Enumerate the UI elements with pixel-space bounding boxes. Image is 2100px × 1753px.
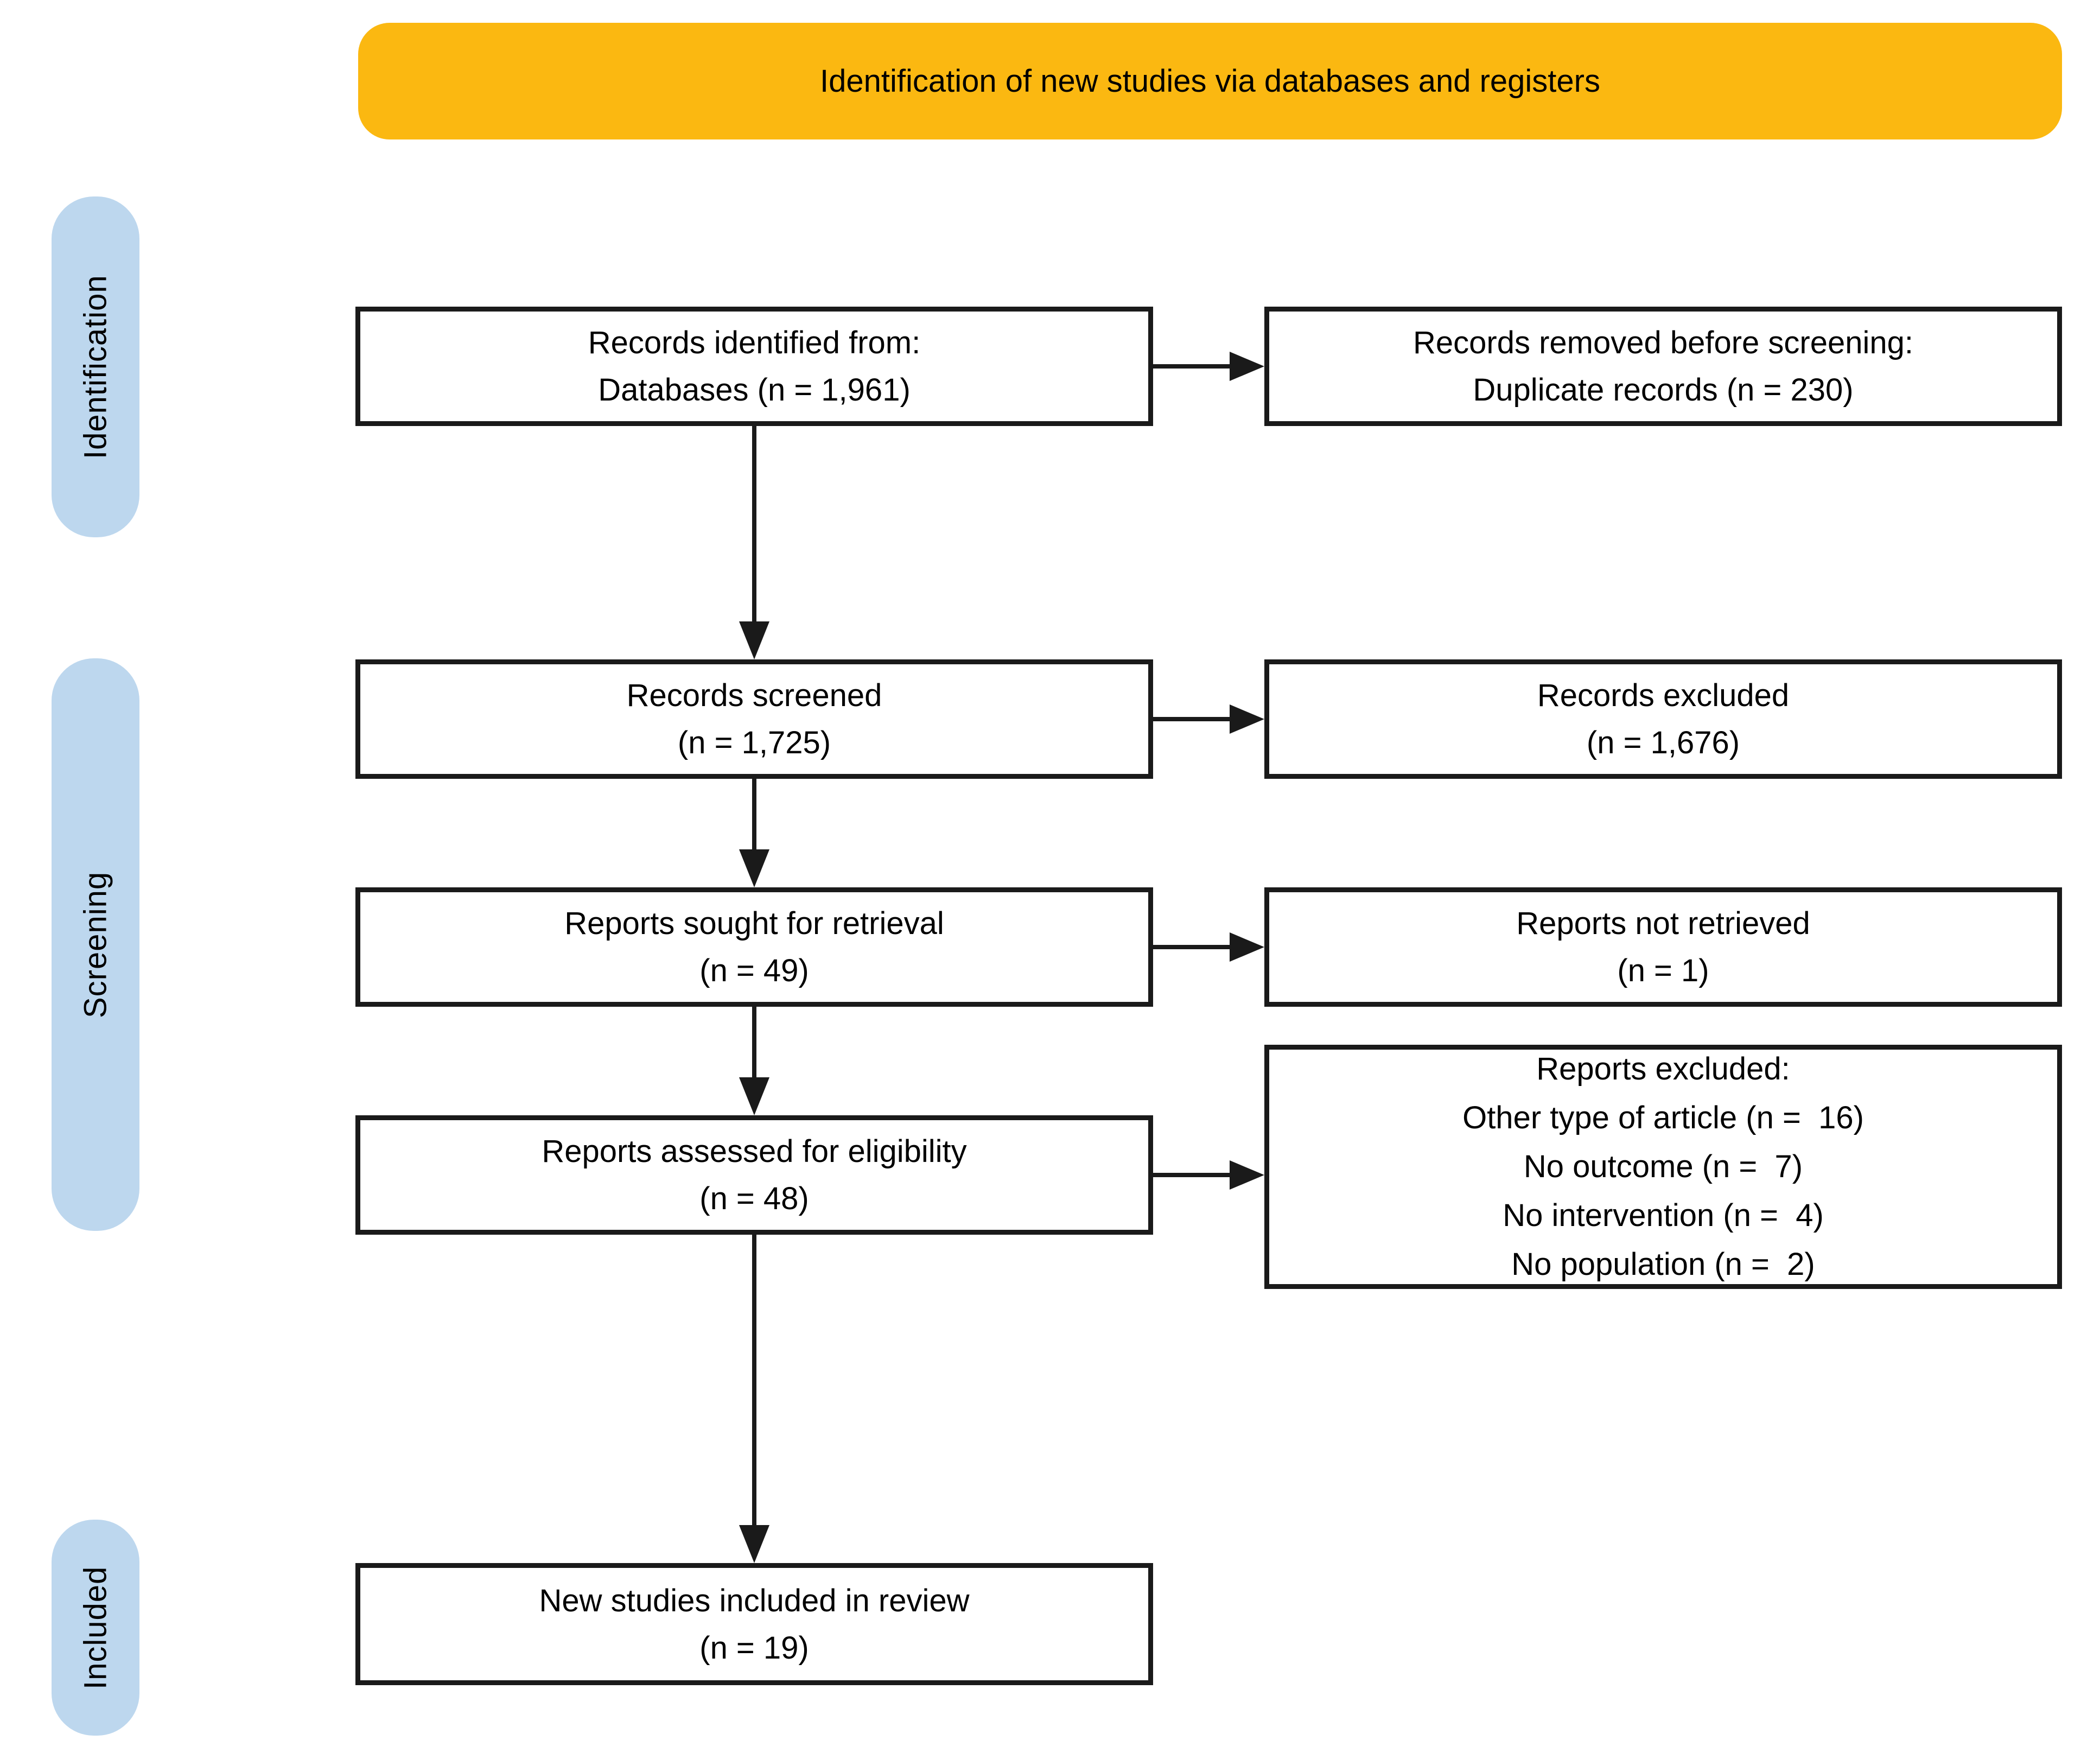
box-text-line: No outcome (n = 7) (1523, 1149, 1803, 1185)
box-text-line: (n = 1) (1617, 953, 1709, 988)
arrow-sought-to-not-retrieved (1153, 932, 1264, 962)
box-text-line: No intervention (n = 4) (1503, 1197, 1824, 1233)
box-text-line: Records removed before screening: (1412, 325, 1914, 360)
box-text-line: Reports assessed for eligibility (542, 1134, 967, 1169)
box-reports-excluded: Reports excluded: Other type of article … (1264, 1045, 2062, 1289)
box-text-line: No population (n = 2) (1511, 1246, 1815, 1282)
box-records-removed: Records removed before screening: Duplic… (1264, 307, 2062, 426)
box-records-identified: Records identified from: Databases (n = … (355, 307, 1153, 426)
box-text-line: New studies included in review (539, 1583, 970, 1618)
arrow-screened-to-excluded (1153, 704, 1264, 734)
arrowhead-down-icon (739, 621, 769, 659)
arrow-shaft (1153, 945, 1232, 949)
arrowhead-down-icon (739, 1525, 769, 1563)
arrowhead-right-icon (1230, 932, 1264, 962)
box-text-line: Databases (n = 1,961) (598, 372, 911, 408)
arrow-shaft (1153, 717, 1232, 721)
arrow-shaft (1153, 364, 1232, 369)
arrow-sought-to-assessed (739, 1007, 769, 1115)
box-text-line: Records excluded (1537, 678, 1790, 713)
arrow-shaft (752, 779, 756, 852)
arrow-assessed-to-included (739, 1235, 769, 1563)
box-text-line: (n = 48) (699, 1181, 809, 1216)
box-text-line: Reports not retrieved (1516, 906, 1810, 941)
box-reports-assessed: Reports assessed for eligibility (n = 48… (355, 1115, 1153, 1235)
box-new-studies-included: New studies included in review (n = 19) (355, 1563, 1153, 1685)
box-text-line: (n = 19) (699, 1630, 809, 1666)
box-text-line: Reports sought for retrieval (564, 906, 944, 941)
box-text-line: Records screened (626, 678, 882, 713)
arrow-identified-to-removed (1153, 351, 1264, 382)
box-records-screened: Records screened (n = 1,725) (355, 659, 1153, 779)
box-text-line: Duplicate records (n = 230) (1473, 372, 1854, 408)
arrow-shaft (752, 426, 756, 624)
arrow-identified-to-screened (739, 426, 769, 659)
box-text-line: Other type of article (n = 16) (1462, 1100, 1864, 1136)
arrow-shaft (1153, 1173, 1232, 1177)
box-reports-sought: Reports sought for retrieval (n = 49) (355, 887, 1153, 1007)
stage-label-included: Included (52, 1520, 139, 1736)
box-text-line: (n = 1,676) (1586, 725, 1740, 760)
stage-label-identification: Identification (52, 196, 139, 537)
banner-title: Identification of new studies via databa… (358, 23, 2062, 139)
box-text-line: (n = 49) (699, 953, 809, 988)
arrowhead-right-icon (1230, 352, 1264, 381)
arrow-screened-to-sought (739, 779, 769, 887)
arrow-shaft (752, 1235, 756, 1527)
arrow-shaft (752, 1007, 756, 1079)
arrowhead-right-icon (1230, 1160, 1264, 1190)
arrow-assessed-to-reports-excluded (1153, 1160, 1264, 1190)
arrowhead-down-icon (739, 849, 769, 887)
arrowhead-right-icon (1230, 704, 1264, 734)
box-records-excluded: Records excluded (n = 1,676) (1264, 659, 2062, 779)
stage-label-screening: Screening (52, 658, 139, 1231)
box-reports-not-retrieved: Reports not retrieved (n = 1) (1264, 887, 2062, 1007)
arrowhead-down-icon (739, 1077, 769, 1115)
box-text-line: Records identified from: (588, 325, 921, 360)
box-text-line: (n = 1,725) (677, 725, 831, 760)
box-text-line: Reports excluded: (1536, 1051, 1790, 1087)
